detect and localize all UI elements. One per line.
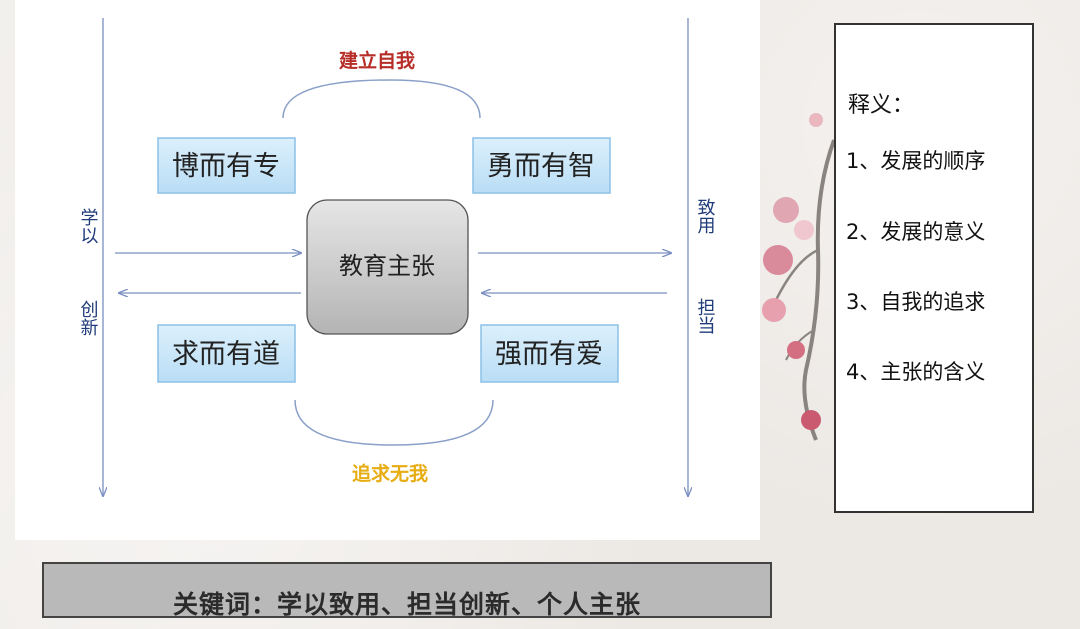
right-upper-vertical-text: 致用 <box>695 198 716 234</box>
definition-item: 1、发展的顺序 <box>846 149 986 173</box>
definition-item: 4、主张的含义 <box>846 360 986 384</box>
box-bottom-right <box>480 324 619 383</box>
box-top-right <box>472 137 611 194</box>
bottom-arc-label: 追求无我 <box>352 462 428 485</box>
box-top-left <box>157 137 296 194</box>
box-top-right-label: 勇而有智 <box>487 151 595 182</box>
left-lower-vertical-text: 创新 <box>78 300 99 336</box>
center-box-label: 教育主张 <box>339 252 435 280</box>
center-box <box>306 199 469 335</box>
definition-item: 3、自我的追求 <box>846 290 986 314</box>
left-upper-vertical-text: 学以 <box>78 208 99 244</box>
top-arc-label: 建立自我 <box>339 49 415 72</box>
box-top-left-label: 博而有专 <box>172 151 280 182</box>
keyword-bar: 关键词：学以致用、担当创新、个人主张 <box>42 562 772 618</box>
concept-diagram: 建立自我 追求无我 博而有专 勇而有智 求而有道 强而有爱 教育主张 学以 创新… <box>78 18 716 540</box>
plum-blossom-decoration <box>762 113 836 441</box>
definition-item: 2、发展的意义 <box>846 220 986 244</box>
box-bottom-left-label: 求而有道 <box>172 339 280 370</box>
definition-box: 释义： 1、发展的顺序 2、发展的意义 3、自我的追求 4、主张的含义 <box>834 23 1034 513</box>
right-lower-vertical-text: 担当 <box>695 298 716 334</box>
bottom-arc <box>294 399 494 446</box>
top-arc <box>282 79 481 119</box>
slide-panel: 建立自我 追求无我 博而有专 勇而有智 求而有道 强而有爱 教育主张 学以 创新… <box>15 0 760 540</box>
keyword-text: 关键词：学以致用、担当创新、个人主张 <box>172 590 641 618</box>
definition-title: 释义： <box>848 93 915 118</box>
box-bottom-left <box>157 324 296 383</box>
box-bottom-right-label: 强而有爱 <box>495 339 603 370</box>
